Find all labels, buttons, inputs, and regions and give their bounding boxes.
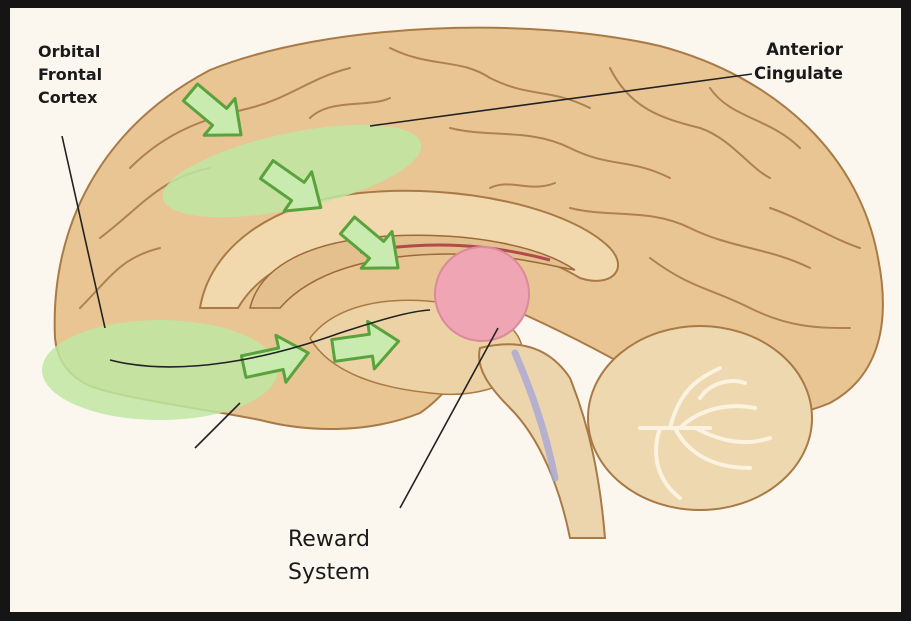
label-line: Cingulate — [754, 62, 843, 86]
label-reward-system: Reward System — [288, 523, 370, 589]
label-line: Cortex — [38, 86, 102, 109]
label-line: Frontal — [38, 63, 102, 86]
label-line: Anterior — [754, 38, 843, 62]
orbital-frontal-region — [42, 320, 278, 420]
label-line: Reward — [288, 523, 370, 556]
brain-sagittal-illustration — [10, 8, 901, 612]
cerebellum — [588, 326, 812, 510]
diagram-panel: Orbital Frontal Cortex Anterior Cingulat… — [10, 8, 901, 612]
brainstem — [479, 344, 605, 538]
label-line: System — [288, 556, 370, 589]
reward-system-region — [435, 247, 529, 341]
label-anterior-cingulate: Anterior Cingulate — [754, 38, 843, 86]
label-line: Orbital — [38, 40, 102, 63]
label-orbital-frontal-cortex: Orbital Frontal Cortex — [38, 40, 102, 109]
